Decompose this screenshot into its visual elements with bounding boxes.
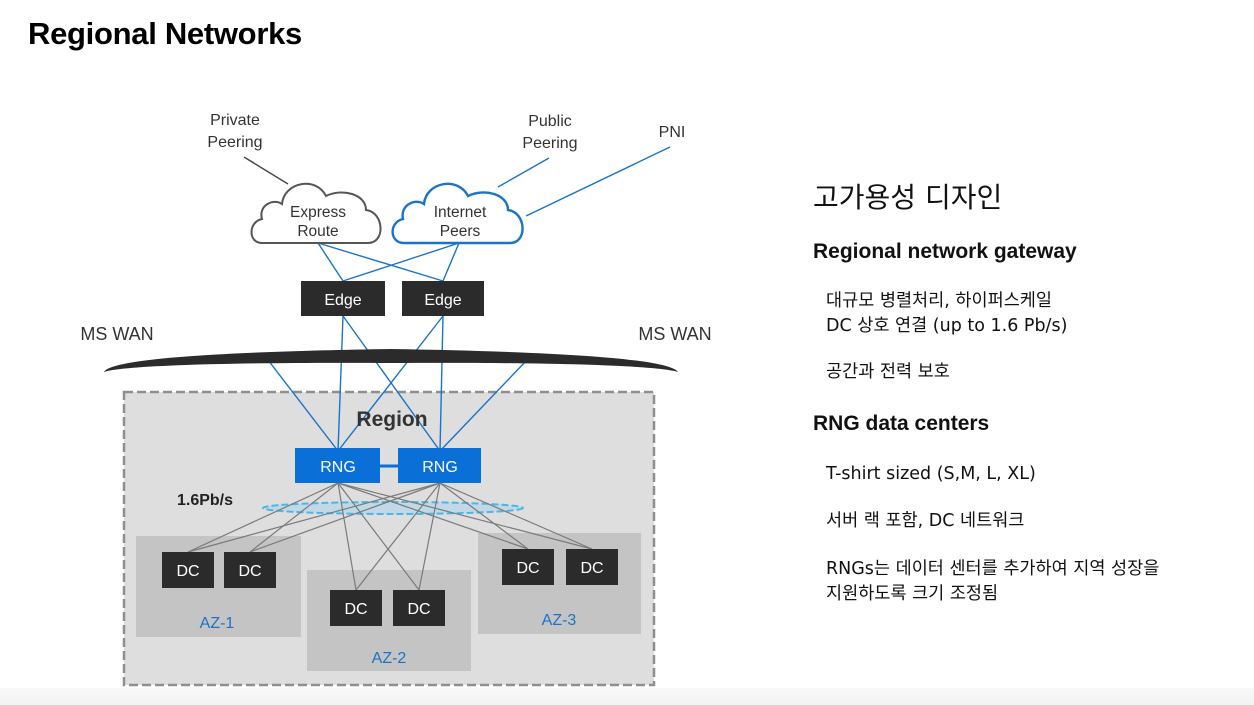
panel-heading: 고가용성 디자인	[813, 181, 1003, 214]
bullet-rng-dc-1: T-shirt sized (S,M, L, XL)	[826, 464, 1036, 484]
pni-label: PNI	[659, 124, 686, 141]
link-wan-rng2	[439, 359, 528, 452]
dc-box-az1-2[interactable]	[224, 552, 276, 588]
fabric-ring	[262, 501, 524, 515]
dc-label-az1-1: DC	[176, 563, 199, 580]
dc-label-az1-2: DC	[238, 563, 261, 580]
dc-label-az2-1: DC	[344, 601, 367, 618]
edge-rng-links	[267, 315, 528, 452]
mesh-link-rng1-az2-dc1	[337, 482, 357, 591]
edge-box-1[interactable]	[301, 281, 385, 316]
edge-label-2: Edge	[424, 292, 461, 309]
az-label-1: AZ-1	[200, 615, 235, 632]
rng-box-2[interactable]	[398, 448, 481, 483]
mesh-link-rng1-az1-dc1	[187, 482, 339, 553]
ms-wan-right-label: MS WAN	[638, 324, 711, 344]
bullet-rng-dc-3: RNGs는 데이터 센터를 추가하여 지역 성장을 지원하도록 크기 조정됨	[826, 559, 1160, 604]
bullet-gateway-1: 대규모 병렬처리, 하이퍼스케일 DC 상호 연결 (up to 1.6 Pb/…	[826, 291, 1068, 336]
link-edge2-rng1	[337, 315, 444, 452]
region-label: Region	[356, 408, 427, 431]
rng-box-1[interactable]	[295, 448, 380, 483]
link-wan-rng1	[267, 359, 339, 452]
section-title-gateway: Regional network gateway	[813, 240, 1077, 263]
slide-title: Regional Networks	[28, 16, 302, 51]
private-peering-label-1: Private	[210, 112, 260, 129]
mesh-link-rng1-az3-dc2	[337, 482, 593, 550]
public-peering-label-2: Peering	[522, 135, 577, 152]
dc-label-az3-1: DC	[516, 560, 539, 577]
edge-label-1: Edge	[324, 292, 361, 309]
az-label-2: AZ-2	[372, 650, 407, 667]
mesh-link-rng2-az1-dc1	[187, 482, 441, 553]
link-edge2-rng2	[439, 315, 444, 452]
edge-box-2[interactable]	[402, 281, 484, 316]
cloud-express-line2: Route	[297, 223, 338, 240]
private-peering-label-2: Peering	[207, 134, 262, 151]
rng-label-1: RNG	[320, 459, 356, 476]
public-peering-label-1: Public	[528, 113, 572, 130]
ms-wan-arc	[104, 349, 678, 372]
private-peering-line	[243, 156, 289, 185]
cloud-internet-line2: Peers	[440, 223, 481, 240]
dc-box-az3-1[interactable]	[502, 549, 554, 585]
cloud-edge-links	[317, 242, 460, 282]
mesh-link-rng2-az3-dc2	[439, 482, 593, 550]
mesh-link-rng2-az3-dc1	[439, 482, 529, 550]
dc-label-az3-2: DC	[580, 560, 603, 577]
footer-band	[0, 688, 1254, 705]
mesh-link-rng1-az1-dc2	[249, 482, 339, 553]
rng-label-2: RNG	[422, 459, 458, 476]
link-edge1-rng1	[337, 315, 344, 452]
dc-box-az2-2[interactable]	[393, 590, 445, 626]
cloud-express-line1: Express	[290, 204, 346, 221]
express-route-cloud-icon	[250, 182, 382, 244]
dc-group: DC DC DC DC DC DC	[162, 549, 618, 626]
bullet-gateway-2: 공간과 전력 보호	[826, 362, 950, 382]
bullet-rng-dc-2: 서버 랙 포함, DC 네트워크	[826, 511, 1025, 531]
dc-box-az1-1[interactable]	[162, 552, 214, 588]
dc-box-az3-2[interactable]	[566, 549, 618, 585]
az-label-3: AZ-3	[542, 612, 577, 629]
ms-wan-left-label: MS WAN	[80, 324, 153, 344]
mesh-link-rng1-az3-dc1	[337, 482, 529, 550]
link-edge1-rng2	[342, 315, 441, 452]
pni-line	[525, 146, 671, 217]
section-title-rng-dc: RNG data centers	[813, 412, 990, 435]
cloud-internet-line1: Internet	[434, 204, 487, 221]
dc-box-az2-1[interactable]	[330, 590, 382, 626]
bandwidth-label: 1.6Pb/s	[177, 492, 233, 509]
internet-peers-cloud-icon	[391, 182, 524, 245]
mesh-link-rng1-az2-dc2	[337, 482, 420, 591]
mesh-link-rng2-az1-dc2	[249, 482, 441, 553]
dc-label-az2-2: DC	[407, 601, 430, 618]
mesh-link-rng2-az2-dc1	[355, 482, 441, 591]
rng-dc-mesh	[187, 482, 593, 591]
public-peering-line	[497, 157, 550, 188]
mesh-link-rng2-az2-dc2	[418, 482, 441, 591]
